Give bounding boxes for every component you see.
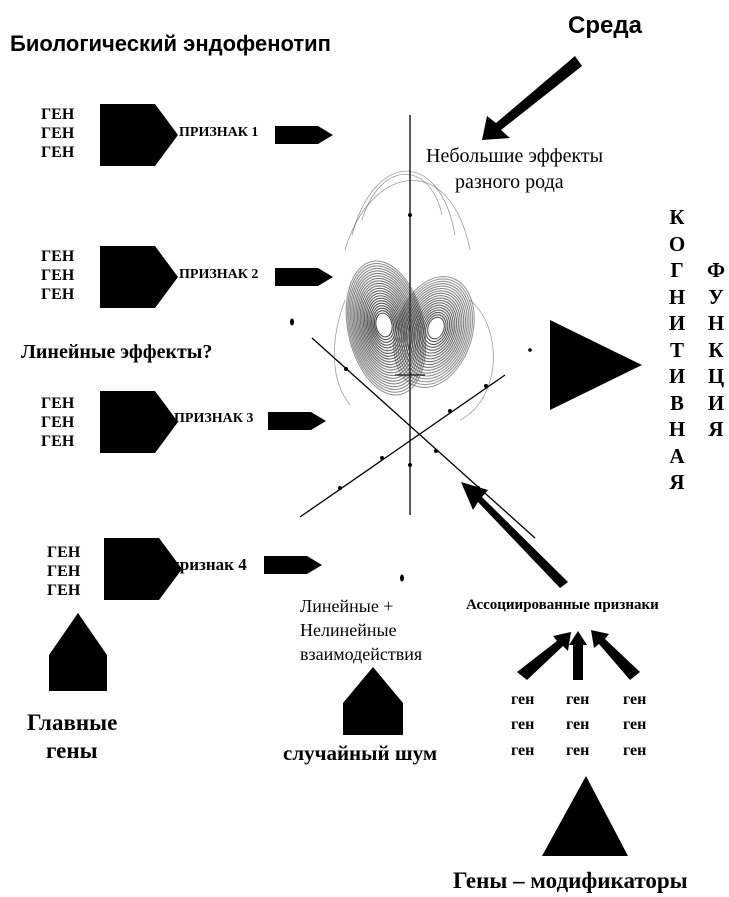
gene-label: ГЕН — [41, 285, 74, 304]
modifier-arrow-middle — [569, 631, 587, 680]
modifier-genes-arrow — [540, 776, 630, 858]
gene-label: ГЕН — [47, 581, 80, 600]
modifier-gene: ген — [511, 717, 534, 733]
interactions-line1: Линейные + — [300, 597, 393, 615]
modifier-gene: ген — [511, 743, 534, 759]
letter: К — [665, 204, 689, 231]
associated-traits-arrow — [461, 482, 568, 588]
trait-label-3: ПРИЗНАК 3 — [174, 412, 253, 426]
trait-arrow-1 — [275, 124, 335, 146]
letter: К — [704, 337, 728, 364]
associated-traits-label: Ассоциированные признаки — [466, 598, 659, 613]
interactions-line2: Нелинейные — [300, 621, 397, 639]
modifier-gene: ген — [623, 692, 646, 708]
letter: Г — [665, 257, 689, 284]
attractor-center — [378, 317, 390, 335]
trait-arrow-4 — [264, 554, 324, 576]
attractor-arc — [352, 171, 455, 235]
lorenz-attractor — [334, 171, 493, 420]
gene-label: ГЕН — [41, 394, 74, 413]
letter: Ф — [704, 257, 728, 284]
letter: У — [704, 284, 728, 311]
modifier-gene: ген — [566, 692, 589, 708]
letter: Я — [665, 469, 689, 496]
gene-label: ГЕН — [41, 413, 74, 432]
gene-stack-4: ГЕН ГЕН ГЕН — [47, 543, 80, 600]
interactions-line3: взаимодействия — [300, 645, 422, 663]
letter: В — [665, 390, 689, 417]
letter: Ц — [704, 363, 728, 390]
gene-stack-3: ГЕН ГЕН ГЕН — [41, 394, 74, 451]
main-genes-line2: гены — [46, 739, 98, 762]
letter: И — [665, 310, 689, 337]
pentagon-arrow-1 — [100, 104, 180, 166]
gene-label: ГЕН — [47, 562, 80, 581]
modifier-arrow-right — [591, 630, 640, 680]
random-noise-arrow — [341, 667, 405, 737]
environment-arrow — [482, 56, 582, 140]
gene-label: ГЕН — [41, 105, 74, 124]
modifier-gene: ген — [511, 692, 534, 708]
modifier-arrow-left — [517, 632, 571, 680]
letter: Н — [704, 310, 728, 337]
cognitive-word-2: Ф У Н К Ц И Я — [704, 257, 728, 443]
gene-stack-2: ГЕН ГЕН ГЕН — [41, 247, 74, 304]
main-genes-arrow — [47, 613, 109, 693]
letter: Н — [665, 416, 689, 443]
cognitive-word-1: К О Г Н И Т И В Н А Я — [665, 204, 689, 496]
gene-label: ГЕН — [47, 543, 80, 562]
gene-label: ГЕН — [41, 266, 74, 285]
dot-marker — [400, 575, 404, 582]
cognitive-arrow — [550, 320, 642, 410]
attractor-center — [430, 320, 442, 338]
letter: Т — [665, 337, 689, 364]
gene-label: ГЕН — [41, 143, 74, 162]
letter: О — [665, 231, 689, 258]
trait-arrow-2 — [275, 266, 335, 288]
gene-label: ГЕН — [41, 432, 74, 451]
letter: Я — [704, 416, 728, 443]
letter: Н — [665, 284, 689, 311]
letter: И — [704, 390, 728, 417]
pentagon-arrow-3 — [100, 391, 180, 453]
modifier-genes-label: Гены – модификаторы — [453, 869, 688, 892]
modifier-gene: ген — [623, 717, 646, 733]
random-noise-label: случайный шум — [283, 743, 437, 764]
trait-arrow-3 — [268, 410, 328, 432]
modifier-gene: ген — [566, 743, 589, 759]
gene-label: ГЕН — [41, 247, 74, 266]
trait-label-2: ПРИЗНАК 2 — [179, 268, 258, 282]
pentagon-arrow-2 — [100, 246, 180, 308]
letter: А — [665, 443, 689, 470]
gene-stack-1: ГЕН ГЕН ГЕН — [41, 105, 74, 162]
dot-marker — [290, 319, 294, 326]
modifier-gene: ген — [566, 717, 589, 733]
modifier-gene: ген — [623, 743, 646, 759]
trait-label-1: ПРИЗНАК 1 — [179, 126, 258, 140]
letter: И — [665, 363, 689, 390]
trait-label-4: признак 4 — [170, 556, 247, 573]
linear-effects-label: Линейные эффекты? — [21, 342, 212, 362]
gene-label: ГЕН — [41, 124, 74, 143]
coordinate-axes — [300, 115, 535, 538]
main-genes-line1: Главные — [27, 711, 117, 734]
